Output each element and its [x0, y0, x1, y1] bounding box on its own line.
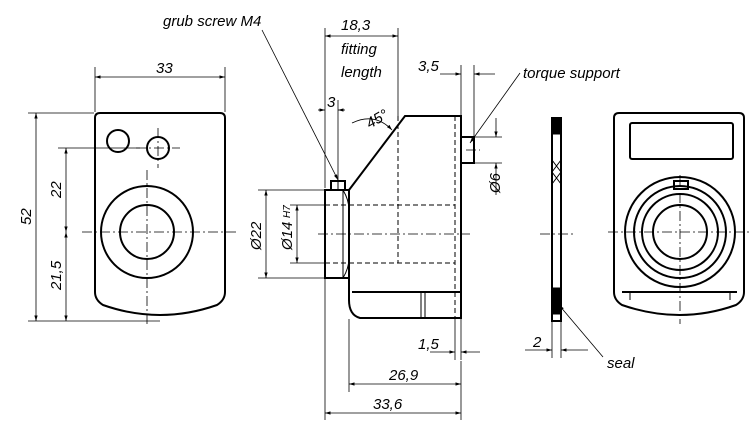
- side-view: [318, 110, 480, 319]
- fitting-label: fitting: [341, 41, 378, 58]
- dim-h7: H7: [282, 205, 293, 218]
- dim-dia-22: Ø22: [248, 221, 265, 251]
- grub-screw-label: grub screw M4: [163, 13, 261, 30]
- seal-view: 2 seal: [525, 117, 635, 372]
- dim-26-9: 26,9: [388, 367, 419, 384]
- dim-dia-6: Ø6: [487, 172, 504, 194]
- dim-21-5: 21,5: [48, 260, 65, 291]
- back-view: [608, 112, 750, 324]
- dim-33-6: 33,6: [373, 396, 403, 413]
- side-view-dimensions: 18,3 fitting length 3 45° 3,5 torque sup…: [163, 13, 621, 420]
- dim-height-52: 52: [18, 208, 35, 225]
- front-view-dimensions: 33 52 22 21,5: [18, 60, 226, 322]
- torque-support-label: torque support: [523, 65, 621, 82]
- seal-label: seal: [607, 355, 635, 372]
- front-view: [82, 112, 238, 324]
- dim-22: 22: [48, 181, 65, 199]
- length-label: length: [341, 64, 382, 81]
- dim-3: 3: [327, 94, 336, 111]
- dim-2: 2: [532, 334, 542, 351]
- dim-1-5: 1,5: [418, 336, 440, 353]
- dim-angle-45: 45°: [363, 106, 391, 132]
- dim-3-5: 3,5: [418, 58, 440, 75]
- dim-dia-14: Ø14: [279, 222, 296, 251]
- dim-width-33: 33: [156, 60, 173, 77]
- dim-18-3: 18,3: [341, 17, 371, 34]
